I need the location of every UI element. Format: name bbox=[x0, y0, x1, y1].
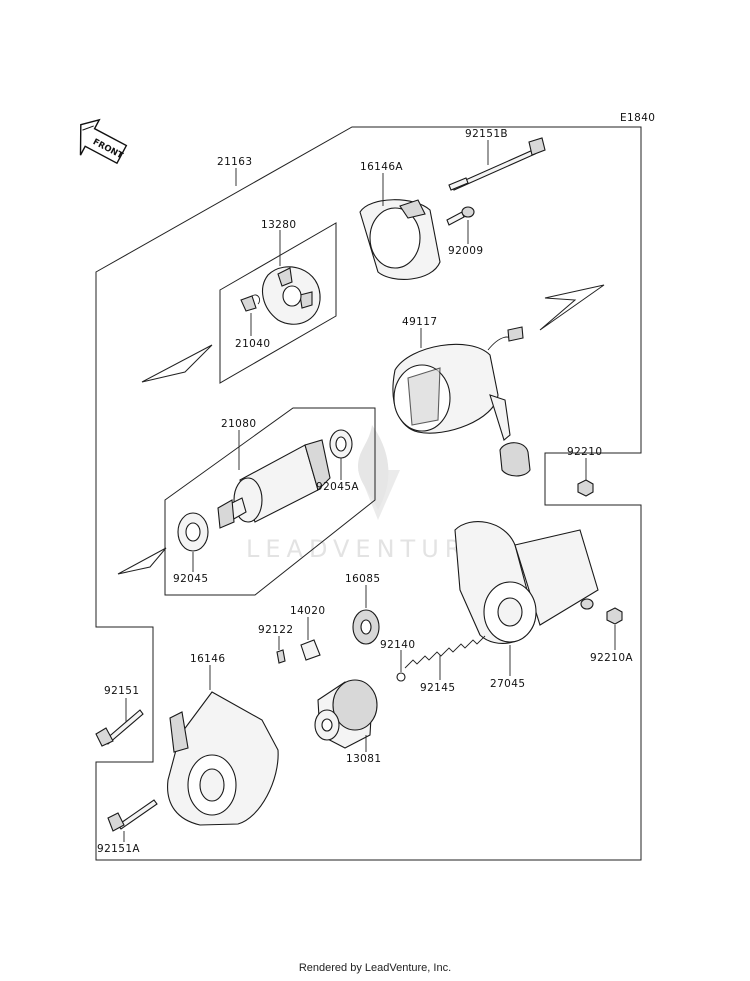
roller-92122[interactable] bbox=[276, 649, 286, 664]
assembly-frame-21163 bbox=[95, 126, 642, 861]
diagram-code: E1840 bbox=[620, 112, 655, 124]
watermark-text: LEADVENTURE bbox=[246, 535, 489, 563]
label-92122[interactable]: 92122 bbox=[258, 624, 293, 636]
brush-holder-13280[interactable] bbox=[262, 266, 321, 325]
footer-credit: Rendered by LeadVenture, Inc. bbox=[298, 962, 452, 974]
label-92045a[interactable]: 92045A bbox=[316, 481, 359, 493]
rear-cover-16146a[interactable] bbox=[359, 199, 441, 280]
bolt-92151a[interactable] bbox=[107, 799, 158, 832]
label-92045[interactable]: 92045 bbox=[173, 573, 208, 585]
magnetic-switch-27045[interactable] bbox=[454, 521, 599, 644]
steel-ball-92140[interactable] bbox=[396, 672, 406, 682]
label-92210[interactable]: 92210 bbox=[567, 446, 602, 458]
label-14020[interactable]: 14020 bbox=[290, 605, 325, 617]
label-27045[interactable]: 27045 bbox=[490, 678, 525, 690]
bearing-92045a[interactable] bbox=[329, 429, 353, 459]
through-bolt-92151b[interactable] bbox=[448, 137, 546, 191]
label-92009[interactable]: 92009 bbox=[448, 245, 483, 257]
label-92151b[interactable]: 92151B bbox=[465, 128, 508, 140]
armature-21080[interactable] bbox=[217, 439, 331, 529]
front-housing-16146[interactable] bbox=[167, 691, 279, 826]
nut-92210[interactable] bbox=[577, 479, 594, 497]
label-92140[interactable]: 92140 bbox=[380, 639, 415, 651]
label-21163[interactable]: 21163 bbox=[217, 156, 252, 168]
idler-gear-16085[interactable] bbox=[352, 609, 380, 645]
armature-frame bbox=[164, 407, 376, 596]
bearing-92045[interactable] bbox=[177, 512, 209, 552]
screw-92009[interactable] bbox=[446, 206, 475, 226]
yoke-49117[interactable] bbox=[392, 326, 531, 477]
nut-92210a[interactable] bbox=[606, 607, 623, 625]
label-16085[interactable]: 16085 bbox=[345, 573, 380, 585]
label-21080[interactable]: 21080 bbox=[221, 418, 256, 430]
label-13081[interactable]: 13081 bbox=[346, 753, 381, 765]
label-49117[interactable]: 49117 bbox=[402, 316, 437, 328]
leadventure-watermark: LEADVENTURE bbox=[246, 425, 489, 563]
bolt-92151[interactable] bbox=[95, 709, 144, 747]
label-13280[interactable]: 13280 bbox=[261, 219, 296, 231]
front-arrow-icon: FRONT bbox=[79, 118, 128, 165]
label-21040[interactable]: 21040 bbox=[235, 338, 270, 350]
label-92151a[interactable]: 92151A bbox=[97, 843, 140, 855]
spring-92145[interactable] bbox=[404, 635, 486, 669]
retainer-14020[interactable] bbox=[300, 639, 321, 661]
label-92210a[interactable]: 92210A bbox=[590, 652, 633, 664]
brush-holder-frame bbox=[219, 222, 337, 384]
brush-21040[interactable] bbox=[240, 294, 261, 312]
label-92151[interactable]: 92151 bbox=[104, 685, 139, 697]
guide-wedge-3 bbox=[539, 284, 605, 331]
pinion-clutch-13081[interactable] bbox=[314, 679, 378, 749]
label-92145[interactable]: 92145 bbox=[420, 682, 455, 694]
part-labels: 21163 92151B 16146A 92009 13280 21040 49… bbox=[97, 128, 633, 855]
label-16146[interactable]: 16146 bbox=[190, 653, 225, 665]
guide-wedge-2 bbox=[117, 547, 167, 575]
guide-wedge-1 bbox=[141, 344, 213, 383]
label-16146a[interactable]: 16146A bbox=[360, 161, 403, 173]
leader-lines bbox=[123, 140, 616, 842]
